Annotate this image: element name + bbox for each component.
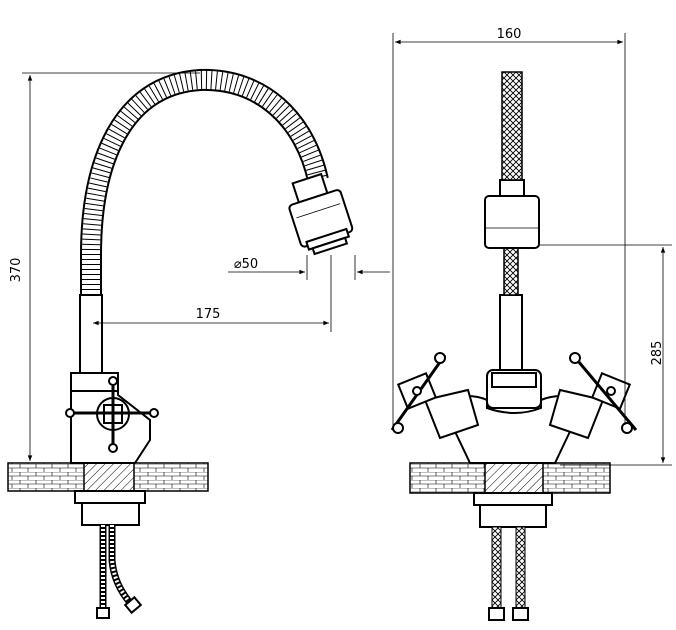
- nut-right: [473, 492, 553, 506]
- hose-right-2: [515, 526, 526, 613]
- spray-head-right: [484, 195, 540, 249]
- spray-head-left: [288, 172, 354, 256]
- dim-label-175: 175: [196, 307, 221, 322]
- hose-right-1: [491, 526, 502, 613]
- lower-body-left: [81, 502, 140, 526]
- valve-right-front: [548, 352, 638, 440]
- front-view: 160 285: [390, 27, 672, 621]
- valve-left-front: [390, 352, 480, 440]
- dim-label-370: 370: [9, 258, 24, 283]
- dim-label-160: 160: [497, 27, 522, 42]
- dim-label-285: 285: [650, 341, 665, 366]
- lower-body-right: [479, 504, 547, 528]
- shank-right: [484, 462, 544, 494]
- nut-left: [74, 490, 146, 504]
- flex-hose-right: [503, 247, 519, 296]
- dim-label-50: ⌀50: [234, 257, 258, 272]
- side-view: 370 175 ⌀50: [7, 68, 390, 619]
- shank-left: [83, 462, 135, 492]
- spout-tube-left: [79, 294, 103, 374]
- spout-tube-right: [499, 294, 523, 371]
- flex-spout-right: [501, 71, 523, 181]
